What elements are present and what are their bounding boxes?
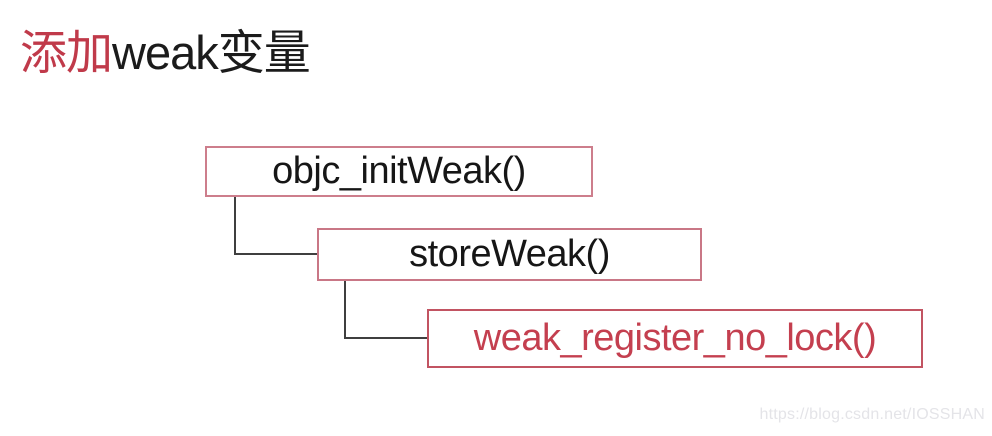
watermark: https://blog.csdn.net/IOSSHAN <box>759 406 985 423</box>
connector-2-horizontal <box>344 337 427 339</box>
connector-1-horizontal <box>234 253 317 255</box>
page-title-rest: weak变量 <box>112 26 311 79</box>
flow-node-objc-initweak: objc_initWeak() <box>205 146 593 197</box>
flow-node-label: objc_initWeak() <box>272 150 526 192</box>
flow-node-label: storeWeak() <box>409 233 610 275</box>
connector-1-vertical <box>234 197 236 255</box>
page-title-highlight: 添加 <box>20 26 113 79</box>
page-title: 添加weak变量 <box>20 26 311 80</box>
flow-node-storeweak: storeWeak() <box>317 228 702 281</box>
flow-node-weak-register-no-lock: weak_register_no_lock() <box>427 309 923 368</box>
connector-2-vertical <box>344 281 346 339</box>
flow-node-label: weak_register_no_lock() <box>473 317 877 359</box>
